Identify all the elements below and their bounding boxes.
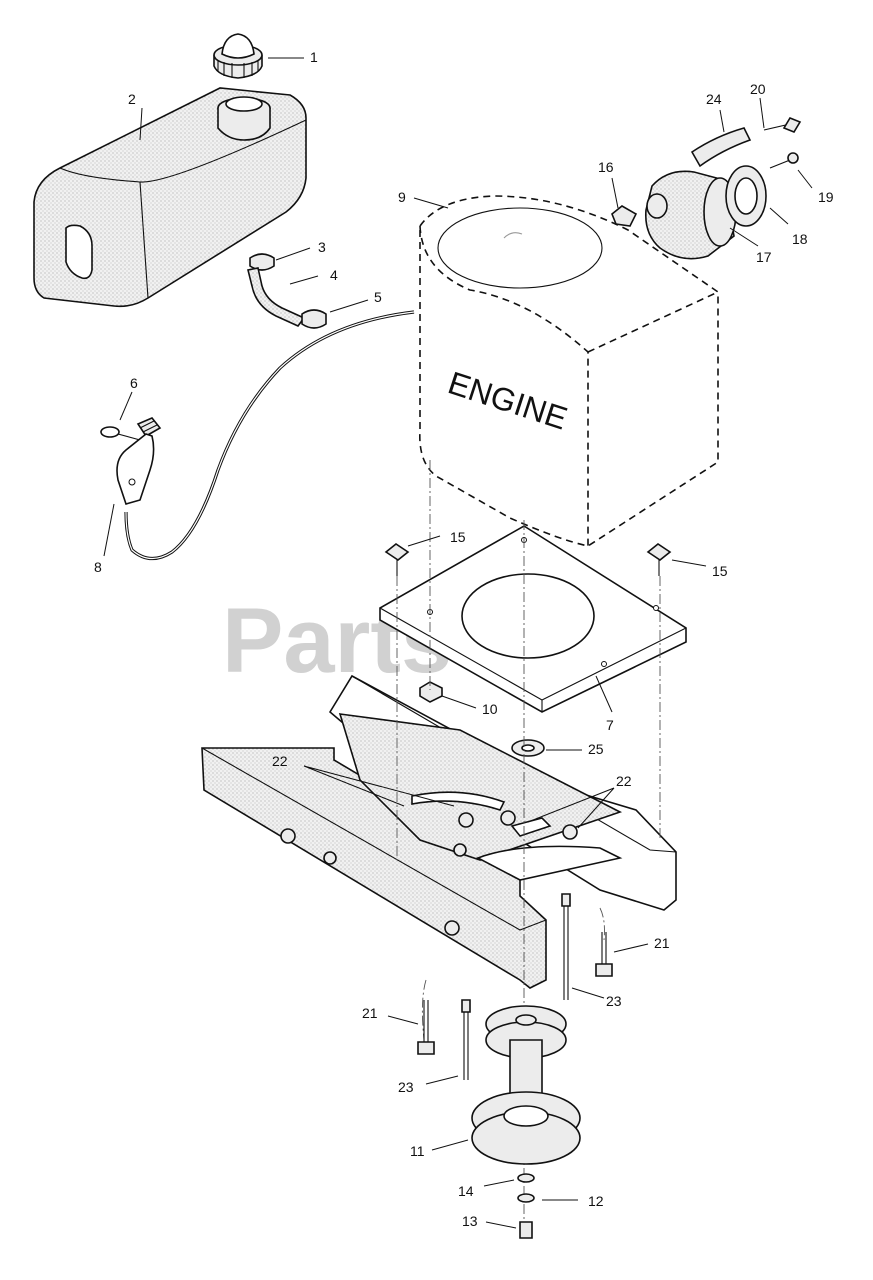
callout-5: 5 <box>374 289 382 305</box>
callout-23a: 23 <box>606 993 622 1009</box>
callout-7: 7 <box>606 717 614 733</box>
mounting-bolts <box>384 543 672 576</box>
fuel-tank <box>33 87 307 308</box>
callout-13: 13 <box>462 1213 478 1229</box>
callout-20: 20 <box>750 81 766 97</box>
callout-18: 18 <box>792 231 808 247</box>
frame-chassis <box>201 674 677 989</box>
fuel-cap <box>213 33 263 79</box>
callout-21b: 21 <box>362 1005 378 1021</box>
callout-15b: 15 <box>712 563 728 579</box>
callout-1: 1 <box>310 49 318 65</box>
callout-9: 9 <box>398 189 406 205</box>
fuel-hose-assembly <box>247 253 327 329</box>
callout-25: 25 <box>588 741 604 757</box>
callout-6: 6 <box>130 375 138 391</box>
callout-2: 2 <box>128 91 136 107</box>
screw <box>100 426 141 441</box>
callout-11: 11 <box>410 1143 425 1159</box>
callout-labels: 1 2 3 4 5 6 7 8 9 10 11 12 13 14 15 15 1… <box>94 49 834 1229</box>
callout-21a: 21 <box>654 935 670 951</box>
pulley-assembly <box>471 1005 581 1165</box>
studs-and-bolts <box>417 893 613 1080</box>
callout-23b: 23 <box>398 1079 414 1095</box>
callout-22b: 22 <box>616 773 632 789</box>
callout-24: 24 <box>706 91 722 107</box>
callout-19: 19 <box>818 189 834 205</box>
callout-15a: 15 <box>450 529 466 545</box>
callout-17: 17 <box>756 249 772 265</box>
engine-label: ENGINE <box>444 364 572 436</box>
callout-10: 10 <box>482 701 498 717</box>
callout-8: 8 <box>94 559 102 575</box>
throttle-cable <box>124 310 415 561</box>
throttle-control <box>116 417 162 505</box>
callout-14: 14 <box>458 1183 474 1199</box>
callout-4: 4 <box>330 267 338 283</box>
pulley-fasteners <box>517 1173 535 1239</box>
callout-16: 16 <box>598 159 614 175</box>
muffler-assembly <box>611 117 802 260</box>
callout-3: 3 <box>318 239 326 255</box>
callout-12: 12 <box>588 1193 604 1209</box>
leader-lines <box>103 57 813 1229</box>
callout-22a: 22 <box>272 753 288 769</box>
